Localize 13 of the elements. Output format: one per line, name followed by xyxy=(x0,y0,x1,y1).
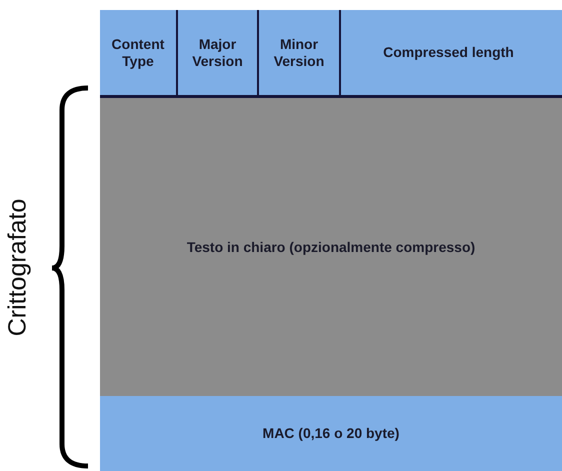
field-label: Minor Version xyxy=(272,36,326,69)
header-field-cell xyxy=(341,10,562,98)
header-field-cell xyxy=(259,10,341,98)
field-label: Testo in chiaro (opzionalmente compresso) xyxy=(186,238,476,256)
bracket-label: Crittografato xyxy=(4,198,32,338)
header-field-cell xyxy=(100,10,178,98)
field-label: Compressed length xyxy=(383,44,514,61)
payload-block xyxy=(100,98,562,396)
mac-block xyxy=(100,396,562,471)
field-label: Content Type xyxy=(110,36,166,69)
field-label: Major Version xyxy=(191,36,244,69)
header-field-cell xyxy=(178,10,259,98)
field-label: MAC (0,16 o 20 byte) xyxy=(262,425,400,442)
